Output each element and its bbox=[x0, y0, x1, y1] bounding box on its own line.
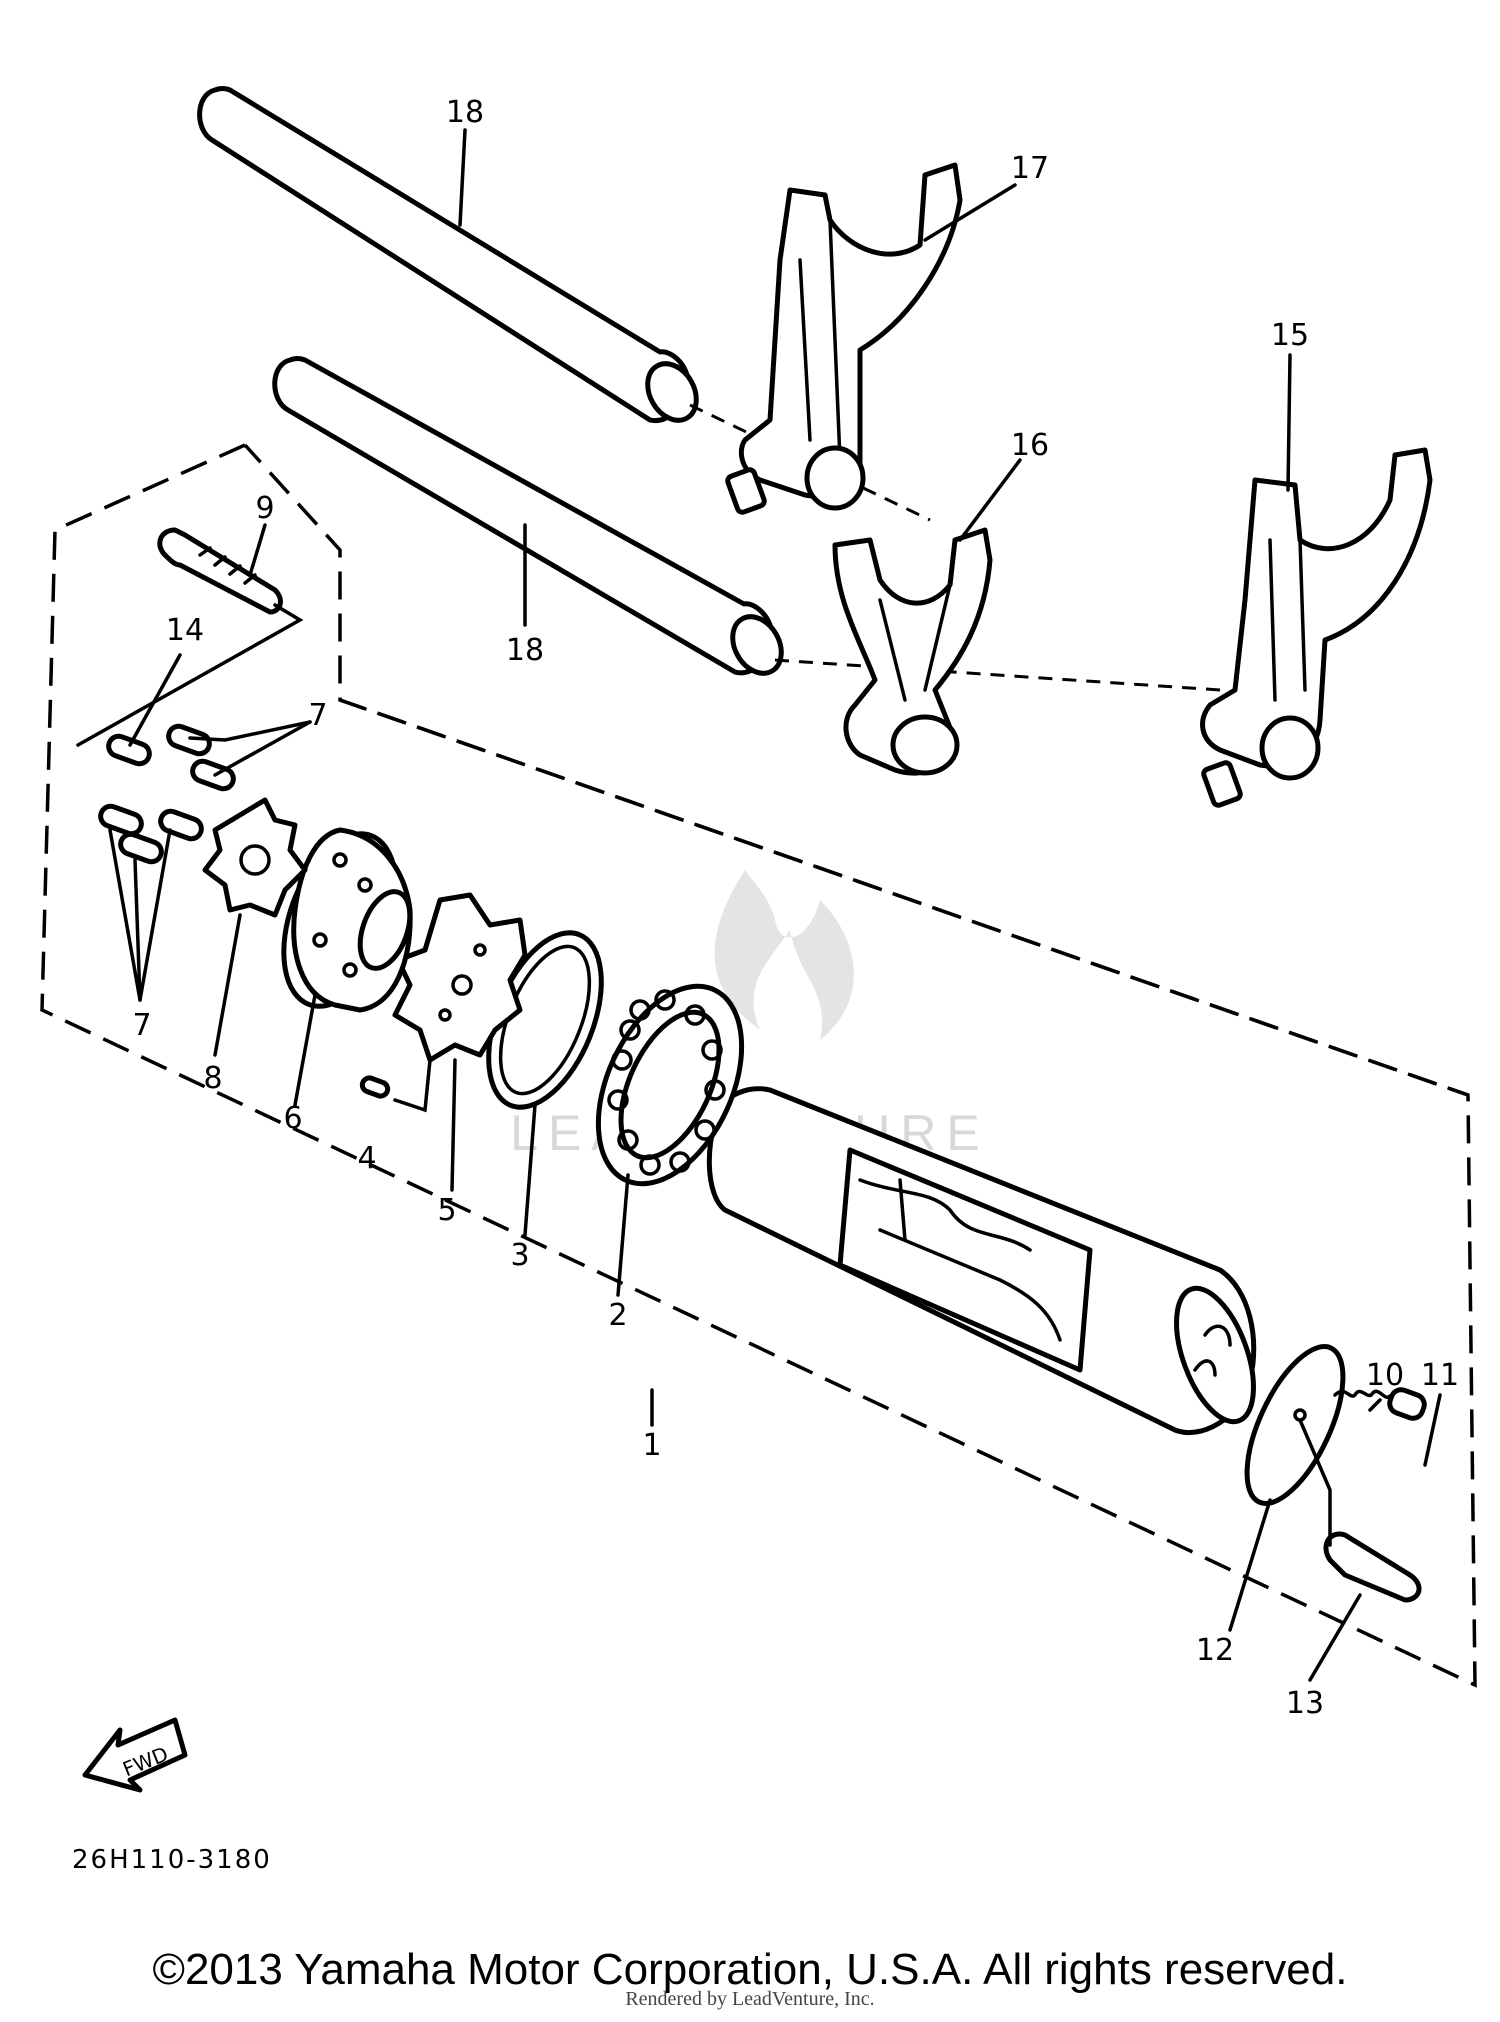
callout-17: 17 bbox=[1011, 151, 1049, 186]
leader-lines bbox=[76, 128, 1442, 1682]
callout-2: 2 bbox=[608, 1298, 627, 1333]
callout-13: 13 bbox=[1286, 1686, 1324, 1721]
callout-12: 12 bbox=[1196, 1633, 1234, 1668]
callout-4: 4 bbox=[357, 1141, 376, 1176]
forward-arrow-icon: FWD bbox=[82, 1717, 188, 1793]
callout-16: 16 bbox=[1011, 428, 1049, 463]
drawing-code: 26H110-3180 bbox=[72, 1845, 272, 1875]
copyright-notice: ©2013 Yamaha Motor Corporation, U.S.A. A… bbox=[152, 1945, 1348, 1994]
screw-9 bbox=[157, 527, 283, 615]
drum-segment bbox=[281, 827, 413, 1013]
callout-18-bottom: 18 bbox=[506, 633, 544, 668]
guide-bar-lower bbox=[272, 356, 784, 676]
callout-1: 1 bbox=[642, 1428, 661, 1463]
callout-7-left: 7 bbox=[132, 1008, 151, 1043]
callout-18-top: 18 bbox=[446, 95, 484, 130]
watermark-flame-icon bbox=[714, 870, 854, 1040]
pin-14 bbox=[106, 733, 152, 767]
callout-7-right: 7 bbox=[308, 698, 327, 733]
shift-fork-17 bbox=[725, 162, 963, 515]
spring-10 bbox=[1333, 1389, 1392, 1400]
assembly-boundary-lower bbox=[339, 698, 1469, 1097]
shift-drum bbox=[706, 1086, 1257, 1436]
screw-13 bbox=[1323, 1531, 1422, 1603]
shift-fork-16 bbox=[832, 527, 993, 776]
callout-8: 8 bbox=[203, 1061, 222, 1096]
pins-group bbox=[98, 723, 236, 865]
bearing bbox=[595, 983, 745, 1187]
side-plate-8 bbox=[202, 797, 308, 918]
assembly-boundary-upper bbox=[40, 443, 1477, 1688]
callout-14: 14 bbox=[166, 613, 204, 648]
segment-plate bbox=[392, 892, 528, 1063]
callout-10: 10 bbox=[1366, 1358, 1404, 1393]
cap-11 bbox=[1387, 1387, 1427, 1421]
rendered-by-note: Rendered by LeadVenture, Inc. bbox=[625, 1988, 875, 2010]
dowel-pin-4 bbox=[359, 1075, 391, 1099]
shift-fork-15 bbox=[1200, 447, 1433, 808]
callout-15: 15 bbox=[1271, 318, 1309, 353]
callout-labels: 18 17 15 16 18 9 14 7 7 8 6 4 5 3 2 1 10… bbox=[132, 95, 1459, 1721]
callout-6: 6 bbox=[283, 1101, 302, 1136]
callout-9: 9 bbox=[255, 491, 274, 526]
callout-11: 11 bbox=[1421, 1358, 1459, 1393]
callout-3: 3 bbox=[510, 1238, 529, 1273]
guide-bar-upper bbox=[197, 86, 699, 424]
guide-bar-lower-axis bbox=[774, 658, 1221, 692]
callout-5: 5 bbox=[437, 1193, 456, 1228]
